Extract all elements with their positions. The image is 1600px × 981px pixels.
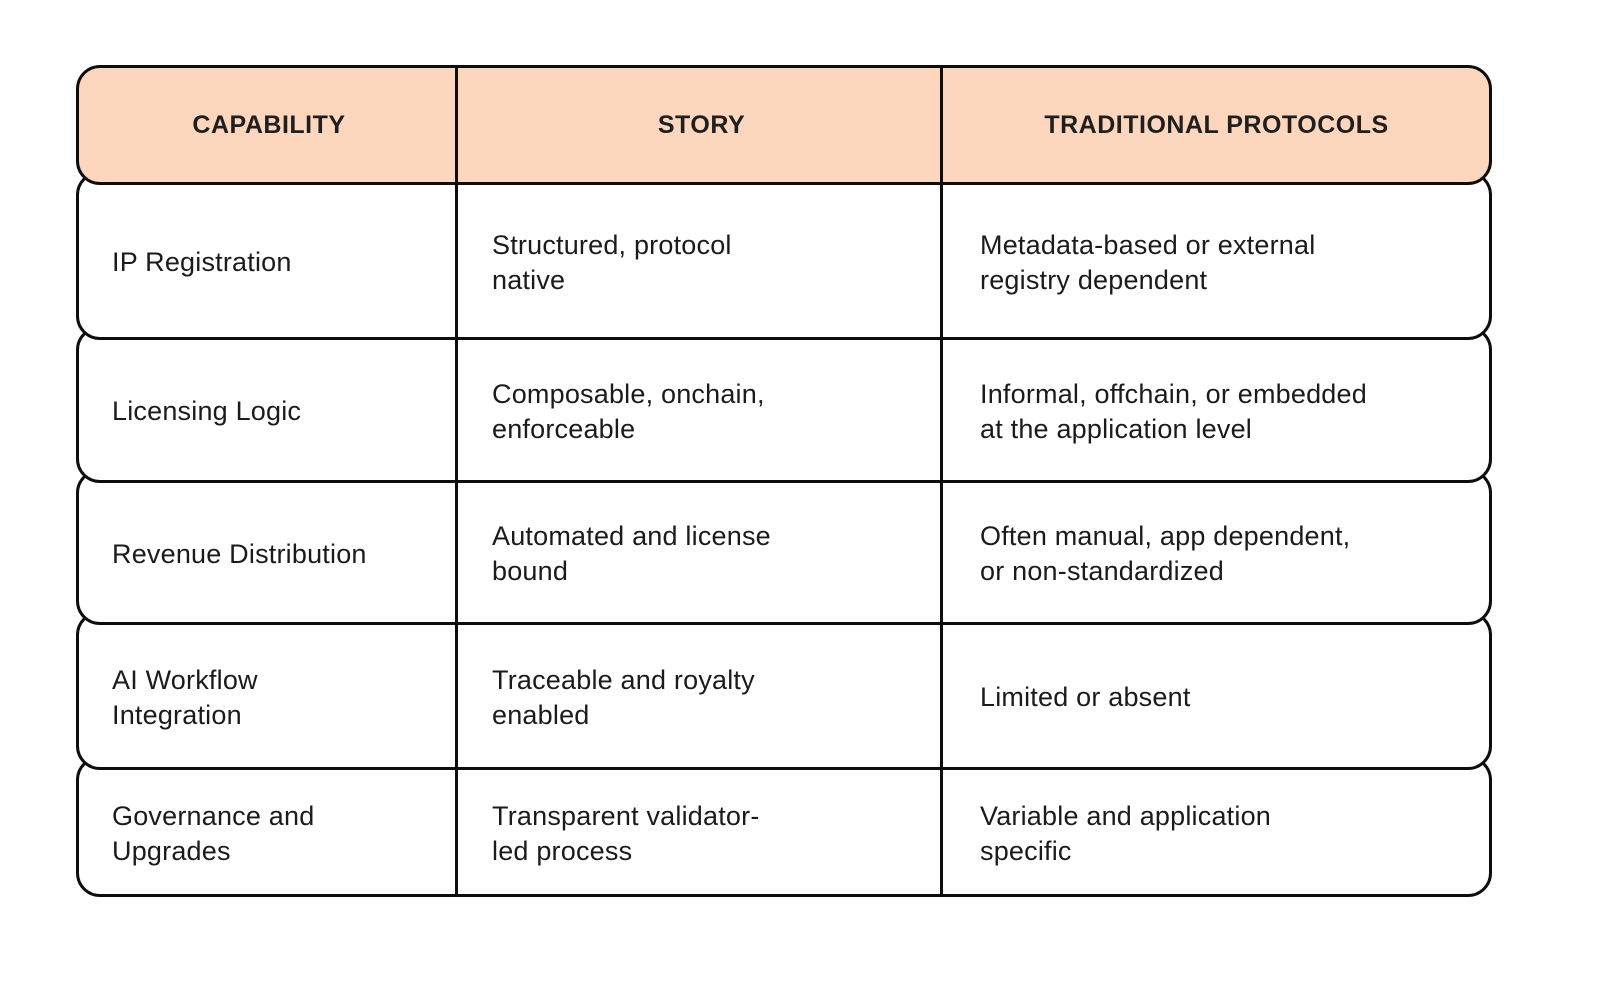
header-cell-traditional-protocols: TRADITIONAL PROTOCOLS	[1044, 110, 1389, 139]
table-row-governance-and-upgrades: Governance and Upgrades Transparent vali…	[76, 756, 1492, 897]
table-row-ai-workflow-integration: AI Workflow Integration Traceable and ro…	[76, 611, 1492, 770]
cell-capability: Revenue Distribution	[112, 538, 367, 569]
cell-traditional: Variable and application specific	[980, 800, 1272, 866]
cell-capability: Governance and Upgrades	[112, 800, 315, 866]
column-divider-2	[940, 65, 943, 897]
header-cell-capability: CAPABILITY	[192, 110, 346, 139]
cell-story: Traceable and royalty enabled	[492, 664, 755, 730]
comparison-table: CAPABILITY STORY TRADITIONAL PROTOCOLS I…	[76, 65, 1492, 897]
table-row-revenue-distribution: Revenue Distribution Automated and licen…	[76, 469, 1492, 625]
table-row-licensing-logic: Licensing Logic Composable, onchain, enf…	[76, 326, 1492, 483]
cell-traditional: Metadata-based or external registry depe…	[980, 229, 1316, 295]
cell-traditional: Limited or absent	[980, 682, 1191, 712]
cell-traditional: Often manual, app dependent, or non-stan…	[980, 521, 1351, 586]
table-row-ip-registration: IP Registration Structured, protocol nat…	[76, 171, 1492, 340]
cell-story: Automated and license bound	[492, 521, 771, 586]
cell-capability: Licensing Logic	[112, 396, 302, 426]
column-divider-1	[455, 65, 458, 897]
header-row: CAPABILITY STORY TRADITIONAL PROTOCOLS	[76, 65, 1492, 185]
cell-story: Structured, protocol native	[492, 229, 732, 295]
cell-story: Composable, onchain, enforceable	[492, 378, 765, 444]
cell-capability: IP Registration	[112, 247, 292, 277]
cell-story: Transparent validator- led process	[492, 800, 760, 866]
header-cell-story: STORY	[657, 110, 746, 139]
cell-capability: AI Workflow Integration	[112, 664, 258, 730]
cell-traditional: Informal, offchain, or embedded at the a…	[980, 378, 1367, 444]
